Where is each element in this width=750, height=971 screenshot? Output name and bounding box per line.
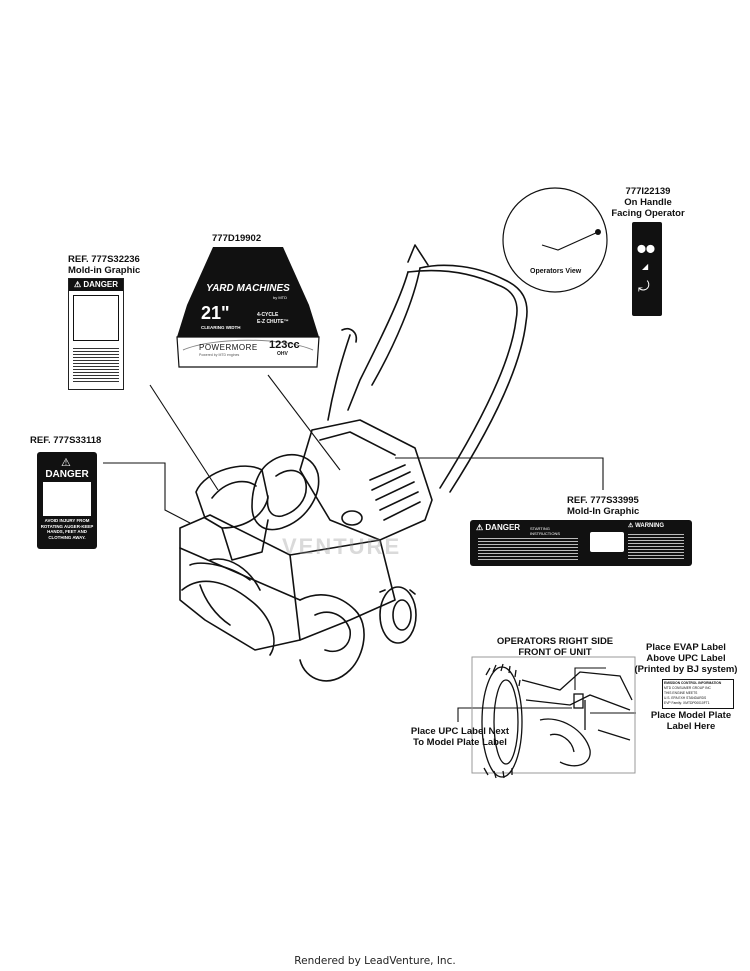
callout-ref: 777D19902 <box>212 233 262 244</box>
decal-danger-large: ⚠ DANGER AVOID INJURY FROM ROTATING AUGE… <box>37 452 97 549</box>
decal-control-panel: ⚠ DANGER STARTING INSTRUCTIONS ⚠ WARNING <box>470 520 692 566</box>
callout-evap-label: Place EVAP Label Above UPC Label (Printe… <box>622 642 750 675</box>
callout-777S33995: REF. 777S33995 Mold-In Graphic <box>567 495 639 517</box>
danger-small-pictogram <box>73 295 119 341</box>
danger-small-text-block <box>73 346 119 382</box>
engine-cc: 123cc <box>269 339 300 351</box>
callout-line: Label Here <box>666 721 716 732</box>
clearing-width-label: CLEARING WIDTH <box>201 325 241 330</box>
panel-text-block-right <box>628 532 684 560</box>
callout-line: Place UPC Label Next <box>410 726 510 737</box>
warning-icon: ⚠ <box>73 280 82 289</box>
callout-line: FRONT OF UNIT <box>518 647 592 658</box>
callout-ref: REF. 777S33995 <box>567 495 639 506</box>
callout-operators-side: OPERATORS RIGHT SIDE FRONT OF UNIT <box>485 636 625 658</box>
callout-line: Place EVAP Label <box>646 642 726 653</box>
callout-line: Place Model Plate <box>650 710 732 721</box>
engine-brand: POWERMORE <box>199 343 258 352</box>
warning-icon: ⚠ <box>476 523 484 532</box>
panel-key-slot <box>590 532 624 552</box>
footer-credit: Rendered by LeadVenture, Inc. <box>294 955 456 967</box>
decal-handle: ⬤⬤ ◢ ⤾ <box>632 222 662 316</box>
speed-icon: ◢ <box>642 262 649 271</box>
callout-777S33118: REF. 777S33118 <box>30 435 101 446</box>
callout-777S32236: REF. 777S32236 Mold-in Graphic <box>68 254 140 276</box>
callout-777I22139: 777I22139 On Handle Facing Operator <box>598 186 698 219</box>
engine-ohv: OHV <box>277 351 288 357</box>
yard-machines-brand: YARD MACHINES <box>206 283 290 294</box>
warning-icon: ⚠ <box>628 523 634 529</box>
callout-ref: 777I22139 <box>625 186 671 197</box>
callout-line: To Model Plate Label <box>413 737 507 748</box>
rabbit-icon: ⬤⬤ <box>637 244 655 253</box>
callout-model-plate: Place Model Plate Label Here <box>636 710 746 732</box>
operators-view-caption: Operators View <box>530 268 582 275</box>
panel-text-block <box>478 536 578 560</box>
callout-line: Above UPC Label <box>646 653 726 664</box>
danger-large-pictogram <box>43 482 91 516</box>
callout-ref: REF. 777S33118 <box>30 435 102 446</box>
callout-line: OPERATORS RIGHT SIDE <box>496 636 614 647</box>
callout-sub: Mold-In Graphic <box>567 506 640 517</box>
danger-small-header: ⚠ DANGER <box>69 279 123 291</box>
danger-large-warning-icon: ⚠ <box>61 457 71 469</box>
callout-ref: REF. 777S32236 <box>68 254 140 265</box>
decal-danger-small: ⚠ DANGER <box>68 278 124 390</box>
danger-small-title: DANGER <box>83 280 119 289</box>
panel-danger-title: ⚠ DANGER <box>476 523 521 532</box>
callout-sub: Facing Operator <box>611 208 685 219</box>
callout-sub: Mold-in Graphic <box>68 265 141 276</box>
cycle-label: 4-CYCLE <box>257 312 279 318</box>
model-plate-label: EMISSION CONTROL INFORMATION MTD CONSUME… <box>662 679 734 709</box>
danger-large-text: AVOID INJURY FROM ROTATING AUGER-KEEP HA… <box>40 518 94 540</box>
chute-direction-icon: ⤾ <box>638 278 650 294</box>
chute-label: E-Z CHUTE™ <box>257 319 289 325</box>
panel-warning-title: ⚠ WARNING <box>628 523 665 529</box>
decal-yard-machines: YARD MACHINES by MTD 21" CLEARING WIDTH … <box>173 245 323 370</box>
callout-777D19902: 777D19902 <box>212 233 261 244</box>
engine-sub: Powered by MTD engines <box>199 353 240 357</box>
clearing-width-value: 21" <box>201 303 230 323</box>
danger-large-title: DANGER <box>45 469 89 480</box>
panel-starting-instructions: STARTING INSTRUCTIONS <box>530 526 560 536</box>
watermark: VENTURE <box>282 534 402 559</box>
yard-machines-sub: by MTD <box>273 295 287 300</box>
callout-line: (Printed by BJ system) <box>634 664 738 675</box>
callout-sub: On Handle <box>624 197 672 208</box>
callout-upc-label: Place UPC Label Next To Model Plate Labe… <box>400 726 520 748</box>
